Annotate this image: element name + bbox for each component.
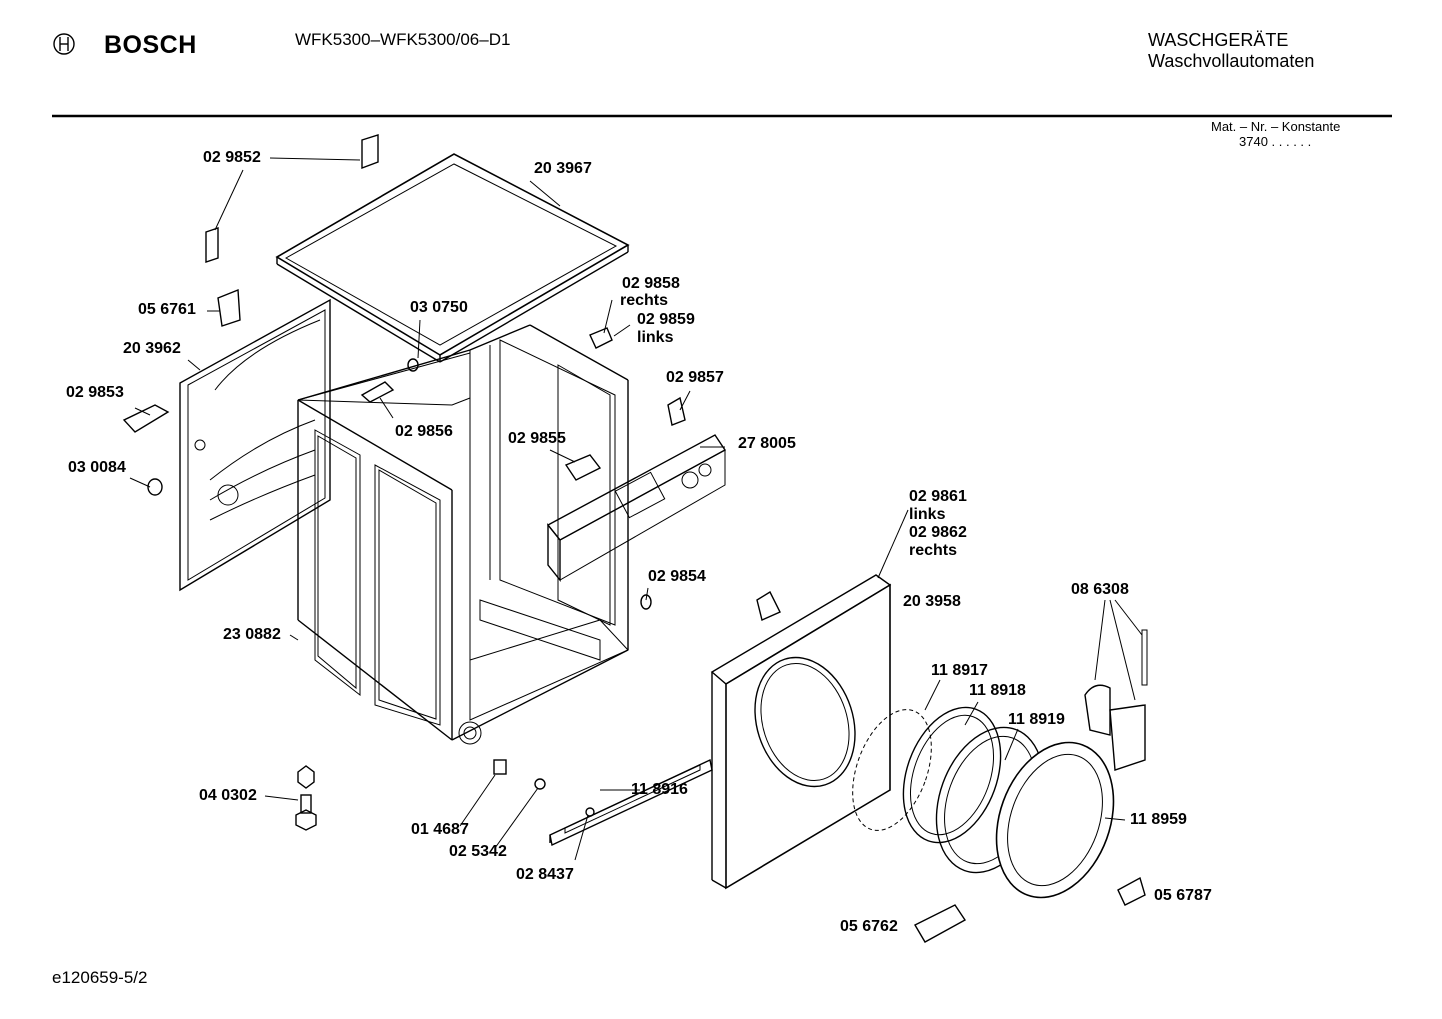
part-label-203958: 20 3958 xyxy=(903,593,961,610)
leader-lines xyxy=(129,157,1143,861)
part-label-118917: 11 8917 xyxy=(931,662,988,679)
part-label-230882: 23 0882 xyxy=(223,626,281,643)
part-label-056787: 05 6787 xyxy=(1154,887,1212,904)
part-label-028437: 02 8437 xyxy=(516,866,574,883)
door-assembly-drawing xyxy=(852,706,1115,899)
part-label-056761: 05 6761 xyxy=(138,301,196,318)
part-label-203967: 20 3967 xyxy=(534,160,592,177)
mat-nr-label: Mat. – Nr. – Konstante xyxy=(1211,119,1341,134)
part-label-014687: 01 4687 xyxy=(411,821,469,838)
part-label-029856: 02 9856 xyxy=(395,423,453,440)
part-label-056762: 05 6762 xyxy=(840,918,898,935)
part-label-029855: 02 9855 xyxy=(508,430,566,447)
drawing-code: e120659‑5/2 xyxy=(52,968,148,987)
model-number: WFK5300–WFK5300/06–D1 xyxy=(295,30,511,49)
kickplate-bar-drawing xyxy=(549,758,713,847)
side-panel-drawing xyxy=(179,298,331,592)
part-label-118916: 11 8916 xyxy=(631,781,688,798)
part-label-029852: 02 9852 xyxy=(203,149,261,166)
part-label-278005: 27 8005 xyxy=(738,435,796,452)
bosch-logo-icon xyxy=(53,33,75,55)
part-label-118919: 11 8919 xyxy=(1008,711,1065,728)
category-subtitle: Waschvollautomaten xyxy=(1148,51,1315,71)
small-parts-drawing xyxy=(122,134,1146,943)
part-label-rechts-1: rechts xyxy=(620,292,669,309)
part-label-029853: 02 9853 xyxy=(66,384,124,401)
part-label-030084: 03 0084 xyxy=(68,459,126,476)
front-panel-drawing xyxy=(710,574,892,890)
part-label-118959: 11 8959 xyxy=(1130,811,1187,828)
part-label-links-1: links xyxy=(637,329,674,346)
category-title: WASCHGERÄTE xyxy=(1148,30,1289,50)
part-label-029861: 02 9861 xyxy=(909,488,967,505)
mat-nr-value: 3740 . . . . . . xyxy=(1239,134,1312,149)
part-label-025342: 02 5342 xyxy=(449,843,507,860)
cabinet-drawing xyxy=(297,324,629,745)
part-label-029862: 02 9862 xyxy=(909,524,967,541)
part-label-rechts-2: rechts xyxy=(909,542,958,559)
part-label-086308: 08 6308 xyxy=(1071,581,1129,598)
top-cover-drawing xyxy=(275,153,630,363)
part-label-029858: 02 9858 xyxy=(622,275,680,292)
control-panel-drawing xyxy=(546,434,727,582)
hinge-drawing xyxy=(1084,629,1148,771)
brand-name: BOSCH xyxy=(104,31,197,59)
part-label-links-2: links xyxy=(909,506,946,523)
part-label-203962: 20 3962 xyxy=(123,340,181,357)
part-label-040302: 04 0302 xyxy=(199,787,257,804)
part-label-029854: 02 9854 xyxy=(648,568,706,585)
part-label-029859: 02 9859 xyxy=(637,311,695,328)
part-label-118918: 11 8918 xyxy=(969,682,1026,699)
part-label-029857: 02 9857 xyxy=(666,369,724,386)
part-label-030750: 03 0750 xyxy=(410,299,468,316)
